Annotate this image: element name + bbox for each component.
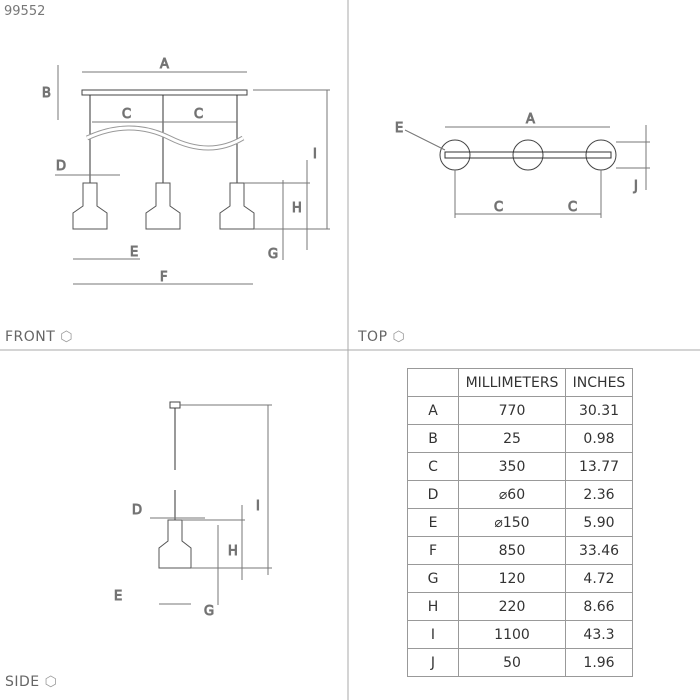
dim-a-top: A [526,112,535,127]
cell-in: 30.31 [565,396,633,425]
cell-mm: 850 [458,536,566,565]
cell-mm: 1100 [458,620,566,649]
dim-b-front: B [42,86,51,101]
cell-in: 33.46 [565,536,633,565]
cell-label: G [407,564,459,593]
cell-label: F [407,536,459,565]
cell-in: 8.66 [565,592,633,621]
dim-e-top: E [395,121,403,136]
cell-mm: ⌀60 [458,480,566,509]
dim-i-side: I [256,499,260,514]
cell-in: 4.72 [565,564,633,593]
dim-h-front: H [292,201,302,216]
dim-e-side: E [114,589,122,604]
dim-g-front: G [268,247,278,262]
cell-mm: 220 [458,592,566,621]
dim-g-side: G [204,604,214,619]
cell-label: J [407,648,459,677]
dim-a-front: A [160,57,169,72]
cell-label: A [407,396,459,425]
cube-icon: ⬡ [60,329,74,345]
cell-in: 2.36 [565,480,633,509]
table-header: MILLIMETERS INCHES [407,368,633,397]
front-view-label: FRONT ⬡ [5,329,73,345]
header-inches: INCHES [565,368,633,397]
dim-d-front: D [56,159,66,174]
cell-mm: 350 [458,452,566,481]
top-label-text: TOP [358,329,388,345]
side-view [150,401,272,605]
cell-label: H [407,592,459,621]
cell-in: 1.96 [565,648,633,677]
dim-d-side: D [132,503,142,518]
cell-label: E [407,508,459,537]
dim-c1-top: C [494,200,503,215]
product-code: 99552 [4,4,46,19]
dim-f-front: F [160,270,167,285]
cell-in: 43.3 [565,620,633,649]
top-view [404,125,650,218]
dim-c2-top: C [568,200,577,215]
dim-c1-front: C [122,107,131,122]
cell-mm: 25 [458,424,566,453]
cell-mm: 50 [458,648,566,677]
top-view-label: TOP ⬡ [358,329,405,345]
front-view [55,65,330,285]
cell-mm: ⌀150 [458,508,566,537]
dim-e-front: E [130,245,138,260]
header-blank [407,368,459,397]
dim-i-front: I [313,147,317,162]
cell-mm: 770 [458,396,566,425]
cell-in: 13.77 [565,452,633,481]
side-label-text: SIDE [5,674,40,690]
dim-j-top: J [633,179,638,194]
header-mm: MILLIMETERS [458,368,566,397]
cube-icon: ⬡ [44,674,58,690]
cell-mm: 120 [458,564,566,593]
cell-in: 0.98 [565,424,633,453]
cell-label: B [407,424,459,453]
cell-label: D [407,480,459,509]
cell-label: C [407,452,459,481]
front-label-text: FRONT [5,329,56,345]
dim-h-side: H [228,544,238,559]
cell-label: I [407,620,459,649]
side-view-label: SIDE ⬡ [5,674,57,690]
cube-icon: ⬡ [392,329,406,345]
cell-in: 5.90 [565,508,633,537]
dim-c2-front: C [194,107,203,122]
